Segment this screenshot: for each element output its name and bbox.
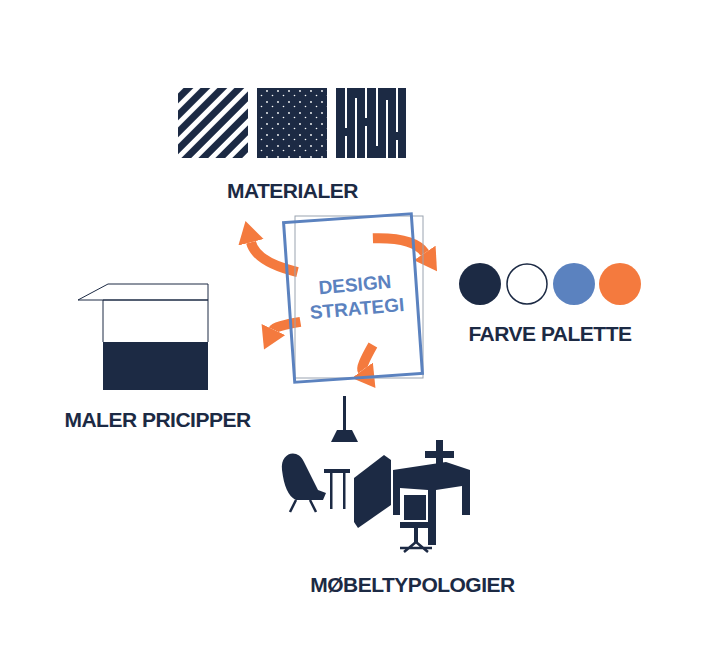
paint-box-icon [78,284,208,390]
furniture-icons [282,396,470,552]
curved-arrow [362,345,373,370]
material-group: MATERIALER [175,85,410,203]
furniture-group: MØBELTYPOLOGIER [270,392,555,597]
group-heading: MATERIALER [227,178,358,203]
curved-arrow [373,238,425,253]
group-heading: MALER PRICIPPER [64,407,250,432]
group-heading: FARVE PALETTE [468,321,631,346]
palette-group: FARVE PALETTE [455,258,645,346]
material-swatches [178,88,406,158]
strategy-title: DESIGN STRATEGI [299,269,413,326]
color-palette [459,263,641,305]
strategy-document: DESIGN STRATEGI [283,208,428,386]
curved-arrow [251,242,298,272]
curved-arrow [273,322,300,330]
paint-principle-group: MALER PRICIPPER [55,282,260,432]
group-heading: MØBELTYPOLOGIER [310,572,514,597]
